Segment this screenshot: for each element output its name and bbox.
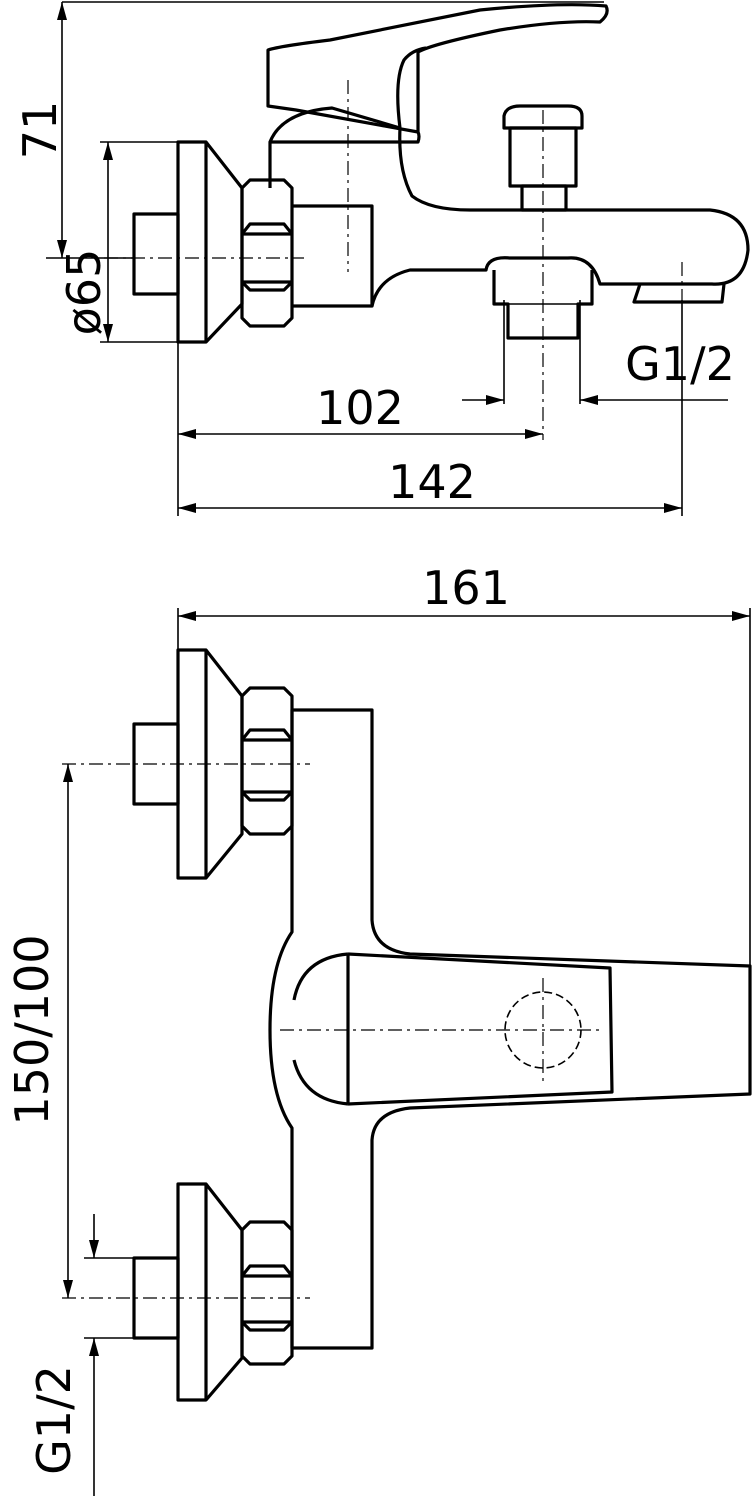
side-inlet-stub: [132, 212, 180, 296]
dim-height-label: 71: [13, 101, 67, 160]
dim-spout-length-label: 142: [388, 455, 476, 509]
dim-total-length-label: 161: [422, 561, 510, 615]
top-body: [268, 708, 752, 1350]
side-view: 71 ø65 G1/2 102 142: [13, 1, 750, 516]
top-lower-flange: [176, 1182, 244, 1402]
top-view: 161 150/100 G1/2: [5, 561, 752, 1496]
side-spout-tip: [632, 283, 726, 304]
top-lever-handle: [347, 952, 614, 1106]
side-connector: [292, 204, 374, 308]
side-spout-body: [268, 106, 750, 307]
side-hex-nut: [240, 178, 294, 328]
dim-outlet-offset-label: 102: [316, 381, 404, 435]
top-upper-hex-nut: [240, 686, 294, 836]
dim-flange-diameter-label: ø65: [57, 249, 111, 336]
side-diverter-knob: [502, 104, 584, 130]
dim-inlet-thread-label: G1/2: [27, 1365, 81, 1475]
dim-inlet-spacing-label: 150/100: [5, 934, 59, 1125]
dim-outlet-thread-label: G1/2: [625, 337, 735, 391]
side-lever-handle: [266, 3, 609, 134]
top-lower-hex-nut: [240, 1220, 294, 1366]
side-wall-flange: [176, 140, 244, 344]
